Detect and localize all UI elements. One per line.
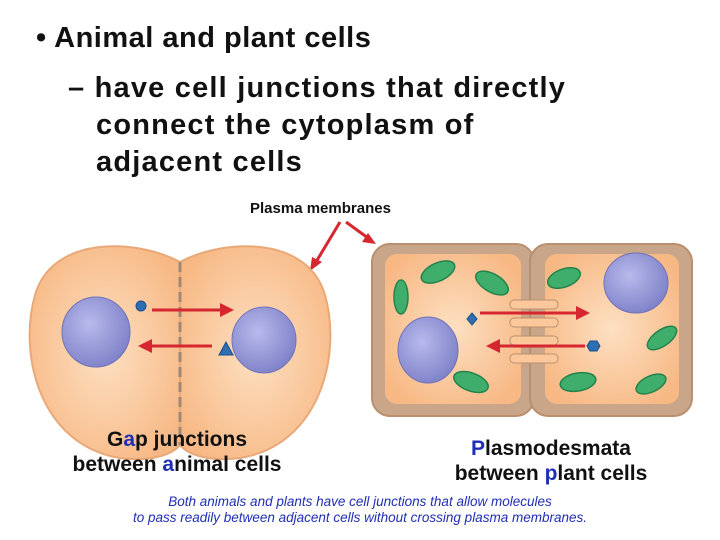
plant-arrow-left-head [486,339,500,353]
plasma-membranes-label: Plasma membranes [250,200,391,217]
cell-junction-diagram [28,220,693,461]
pointer-arrowhead-left [310,257,322,271]
plasmodesma-channel-3 [509,335,559,346]
molecule-triangle-animal [218,340,234,356]
plant-cells [371,243,693,417]
sub-dash: – [68,72,86,104]
plant-nucleus-left [397,316,459,384]
footer-line-1: Both animals and plants have cell juncti… [168,494,552,509]
sub-line-1-text: have cell junctions that directly [94,72,567,104]
chloroplast-4 [453,370,489,394]
chloroplast-1 [420,260,456,284]
bullet-text: Animal and plant cells [54,22,372,54]
molecule-circle-animal [135,300,147,312]
pointer-line-right [345,220,369,240]
plasmodesma-channel-1 [509,299,559,310]
chloroplast-2 [393,279,409,315]
sub-line-3: adjacent cells [96,146,304,178]
caption-gap-line1: Gap junctions [106,428,248,451]
plasmodesma-channel-4 [509,353,559,364]
bullet-symbol: • [36,22,47,54]
caption-plasmo-line2: between plant cells [454,462,648,485]
plasmodesma-channel-2 [509,317,559,328]
caption-plasmo-line1: Plasmodesmata [471,437,631,460]
sub-line-2: connect the cytoplasm of [96,109,475,141]
molecule-diamond-plant [466,312,478,326]
chloroplast-7 [559,371,597,393]
molecule-hexagon-plant [586,340,601,352]
animal-nucleus-left [61,296,131,368]
bullet-heading: • Animal and plant cells [36,22,371,55]
pointer-line-left [314,221,342,263]
plant-arrow-right-head [576,306,590,320]
animal-arrow-left-head [138,339,152,353]
chloroplast-8 [635,373,667,395]
sub-line-1: – have cell junctions that directly [68,70,566,107]
caption-gap-line2: between animal cells [72,453,282,476]
animal-arrow-right-head [220,303,234,317]
chloroplast-5 [546,266,582,290]
chloroplast-6 [646,325,678,351]
animal-cells [28,245,332,461]
footer-caption: Both animals and plants have cell juncti… [0,494,720,526]
pointer-arrowhead-right [362,233,376,244]
footer-line-2: to pass readily between adjacent cells w… [133,510,587,525]
chloroplast-3 [475,270,509,296]
animal-nucleus-right [231,306,297,374]
plant-nucleus-right [603,252,669,314]
caption-gap-junctions: Gap junctions between animal cells [32,427,322,477]
sub-bullet: – have cell junctions that directly conn… [68,70,566,181]
caption-plasmodesmata: Plasmodesmata between plant cells [412,436,690,486]
